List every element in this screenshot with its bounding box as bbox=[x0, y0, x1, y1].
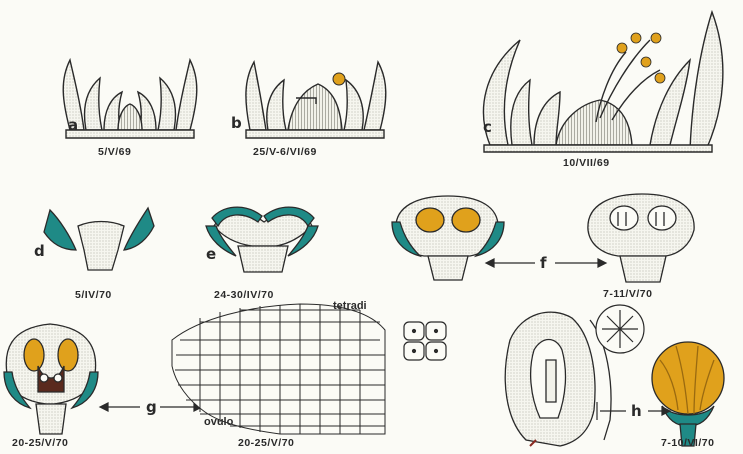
panel-e-date: 24-30/IV/70 bbox=[214, 289, 274, 301]
panel-e-drawing bbox=[206, 207, 318, 272]
panel-f-right-drawing bbox=[588, 194, 694, 282]
panel-b-drawing bbox=[246, 62, 386, 138]
panel-g-date-right: 20-25/V/70 bbox=[238, 437, 294, 449]
panel-c-orange-anthers bbox=[617, 33, 665, 83]
panel-b-label: b bbox=[231, 114, 242, 132]
panel-f-date: 7-11/V/70 bbox=[603, 288, 652, 300]
panel-h-date: 7-10/VI/70 bbox=[661, 437, 714, 449]
tetradi-label: tetradi bbox=[333, 300, 367, 312]
tetrad-cells bbox=[404, 322, 446, 360]
panel-g-flower-drawing bbox=[4, 324, 98, 434]
panel-f-left-drawing bbox=[392, 196, 504, 280]
panel-a-drawing bbox=[63, 60, 197, 138]
panel-f-label: f bbox=[540, 254, 547, 272]
panel-h-fruit-drawing bbox=[652, 342, 724, 446]
panel-c-label: c bbox=[483, 118, 492, 136]
panel-e-label: e bbox=[206, 245, 216, 263]
panel-d-date: 5/IV/70 bbox=[75, 289, 112, 301]
panel-g-label: g bbox=[146, 398, 157, 416]
panel-h-ovule-drawing bbox=[505, 312, 611, 446]
panel-d-label: d bbox=[34, 242, 45, 260]
panel-a-label: a bbox=[68, 116, 78, 134]
panel-b-orange-bud bbox=[333, 73, 345, 85]
panel-b-date: 25/V-6/VI/69 bbox=[253, 146, 317, 158]
panel-h-pollen-circle bbox=[596, 305, 644, 353]
panel-g-cell-tissue bbox=[172, 304, 385, 434]
panel-g-date-left: 20-25/V/70 bbox=[12, 437, 68, 449]
ovulo-label: ovulo bbox=[204, 416, 233, 428]
panel-c-drawing bbox=[483, 12, 722, 152]
panel-a-date: 5/V/69 bbox=[98, 146, 131, 158]
panel-c-date: 10/VII/69 bbox=[563, 157, 610, 169]
panel-d-drawing bbox=[44, 208, 154, 270]
panel-h-label: h bbox=[631, 402, 642, 420]
